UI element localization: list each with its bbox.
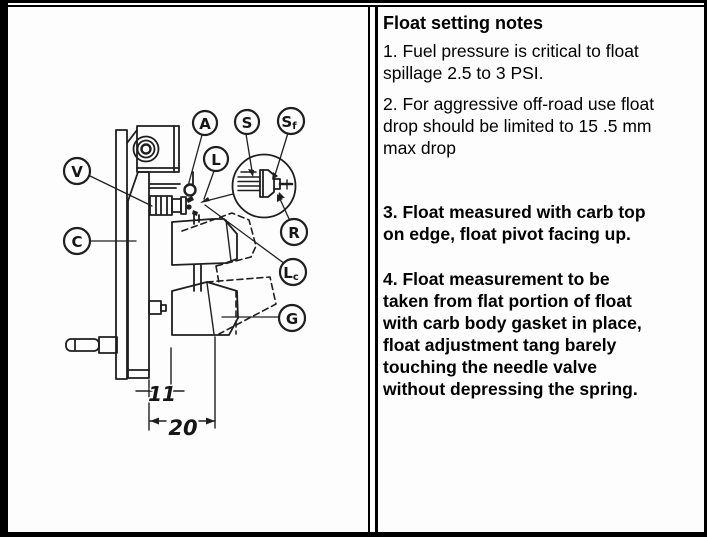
- svg-text:G: G: [286, 310, 298, 328]
- note-1-line-2: spillage 2.5 to 3 PSI.: [383, 63, 544, 83]
- svg-text:Lc: Lc: [283, 264, 299, 283]
- diagram-cell: 11 20: [8, 7, 368, 532]
- note-1-line-1: 1. Fuel pressure is critical to float: [383, 41, 639, 61]
- note-3-line-1: 3. Float measured with carb top: [383, 202, 646, 222]
- note-1: 1. Fuel pressure is critical to float sp…: [383, 40, 702, 84]
- dimension-lines: [135, 336, 216, 431]
- callout-C: C: [62, 226, 92, 256]
- svg-text:R: R: [288, 224, 300, 242]
- notes-cell: Float setting notes 1. Fuel pressure is …: [378, 7, 704, 532]
- needle-valve-assembly: [149, 183, 234, 225]
- note-4-line-4: float adjustment tang barely: [383, 335, 617, 355]
- note-4-line-5: touching the needle valve: [383, 357, 597, 377]
- svg-text:V: V: [71, 163, 83, 181]
- callout-V: V: [62, 156, 92, 186]
- mounting-stud: [65, 336, 118, 354]
- callout-R: R: [279, 217, 309, 247]
- note-4: 4. Float measurement to be taken from fl…: [383, 268, 702, 400]
- note-2-line-3: max drop: [383, 138, 456, 158]
- note-3: 3. Float measured with carb top on edge,…: [383, 201, 702, 245]
- notes-title: Float setting notes: [383, 13, 544, 33]
- dimension-11-label: 11: [148, 382, 176, 406]
- column-divider: [368, 7, 378, 532]
- callout-L: L: [202, 145, 230, 173]
- dimension-labels: 11 20: [147, 381, 200, 442]
- float-dropped-dashed: [181, 212, 277, 335]
- note-4-line-3: with carb body gasket in place,: [383, 313, 642, 333]
- svg-text:L: L: [211, 151, 221, 169]
- note-2-line-1: 2. For aggressive off-road use float: [383, 94, 655, 114]
- callout-G: G: [277, 303, 307, 333]
- callout-Sf: Sf: [276, 106, 306, 136]
- top-double-rule: [8, 0, 704, 7]
- leader-lines: [87, 132, 291, 318]
- callout-Lc: Lc: [278, 257, 308, 287]
- note-4-line-6: without depressing the spring.: [383, 379, 638, 399]
- svg-text:Sf: Sf: [281, 113, 297, 132]
- svg-text:C: C: [71, 233, 82, 251]
- callout-S: S: [233, 108, 261, 136]
- svg-text:S: S: [242, 114, 253, 132]
- needle-detail-circle: [231, 153, 297, 219]
- note-3-line-2: on edge, float pivot facing up.: [383, 224, 631, 244]
- dimension-20-label: 20: [168, 416, 197, 440]
- note-4-line-1: 4. Float measurement to be: [383, 269, 610, 289]
- note-4-line-2: taken from flat portion of float: [383, 291, 632, 311]
- table-row: 11 20: [8, 7, 704, 532]
- callout-A: A: [191, 109, 219, 137]
- callout-labels: V C A L S: [62, 106, 309, 333]
- note-2: 2. For aggressive off-road use float dro…: [383, 93, 702, 159]
- svg-text:A: A: [199, 115, 211, 133]
- fuel-inlet-block: [132, 125, 194, 189]
- carburetor-float-diagram: 11 20: [62, 106, 309, 442]
- note-2-line-2: drop should be limited to 15 .5 mm: [383, 116, 652, 136]
